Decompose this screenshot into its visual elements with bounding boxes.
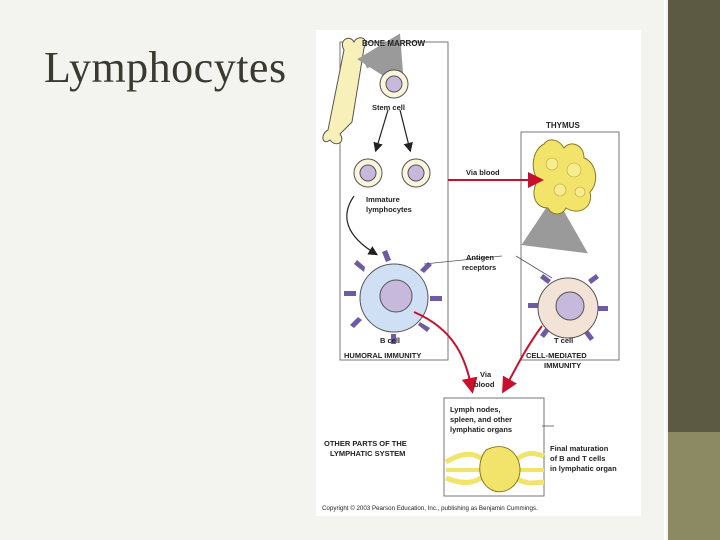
final-maturation-line3: in lymphatic organ bbox=[550, 464, 617, 473]
stem-cell-label: Stem cell bbox=[372, 103, 405, 112]
lymph-nodes-line3: lymphatic organs bbox=[450, 425, 512, 434]
lymph-node-icon bbox=[444, 446, 545, 493]
humoral-immunity-label: HUMORAL IMMUNITY bbox=[344, 351, 421, 360]
t-cell-label: T cell bbox=[554, 336, 573, 345]
bone-icon bbox=[322, 37, 367, 145]
slide-title: Lymphocytes bbox=[44, 43, 287, 92]
decorative-divider bbox=[664, 0, 666, 540]
immature-to-bcell-arrow bbox=[346, 195, 379, 256]
b-cell bbox=[344, 250, 442, 344]
via-blood2-line1: Via bbox=[480, 370, 492, 379]
tcell-to-lymph-arrow bbox=[502, 325, 543, 394]
bone-marrow-label: BONE MARROW bbox=[362, 39, 426, 48]
lymph-nodes-line1: Lymph nodes, bbox=[450, 405, 501, 414]
thymus-label: THYMUS bbox=[546, 121, 580, 130]
antigen-label-line1: Antigen bbox=[466, 253, 494, 262]
immature-lymphocyte-left bbox=[353, 158, 383, 188]
antigen-leader-right bbox=[515, 255, 553, 279]
immature-lymphocyte-right bbox=[401, 158, 431, 188]
via-blood2-line2: blood bbox=[474, 380, 495, 389]
stem-to-immature-right-arrow bbox=[399, 109, 413, 153]
diagram-svg: BONE MARROW Stem cell THYMUS Via blood I… bbox=[322, 33, 620, 512]
stem-cell bbox=[379, 69, 409, 99]
final-maturation-line2: of B and T cells bbox=[550, 454, 605, 463]
antigen-label-line2: receptors bbox=[462, 263, 496, 272]
bcell-to-lymph-arrow bbox=[413, 311, 478, 394]
thymus-maturation-arrow bbox=[521, 195, 588, 254]
t-cell bbox=[528, 274, 608, 341]
b-cell-label: B cell bbox=[380, 336, 400, 345]
thymus-organ-icon bbox=[532, 139, 597, 215]
immature-label-line2: lymphocytes bbox=[366, 205, 412, 214]
lymphocyte-diagram: BONE MARROW Stem cell THYMUS Via blood I… bbox=[316, 30, 641, 516]
antigen-leader-left bbox=[423, 255, 503, 265]
decorative-side-bar-accent bbox=[668, 432, 720, 540]
other-parts-line2: LYMPHATIC SYSTEM bbox=[330, 449, 405, 458]
copyright-notice: Copyright © 2003 Pearson Education, Inc.… bbox=[322, 505, 538, 512]
final-maturation-line1: Final maturation bbox=[550, 444, 609, 453]
cell-mediated-line1: CELL-MEDIATED bbox=[526, 351, 587, 360]
other-parts-line1: OTHER PARTS OF THE bbox=[324, 439, 407, 448]
cell-mediated-line2: IMMUNITY bbox=[544, 361, 581, 370]
via-blood-label: Via blood bbox=[466, 168, 500, 177]
immature-label-line1: Immature bbox=[366, 195, 400, 204]
stem-to-immature-left-arrow bbox=[373, 109, 389, 153]
lymph-nodes-line2: spleen, and other bbox=[450, 415, 512, 424]
